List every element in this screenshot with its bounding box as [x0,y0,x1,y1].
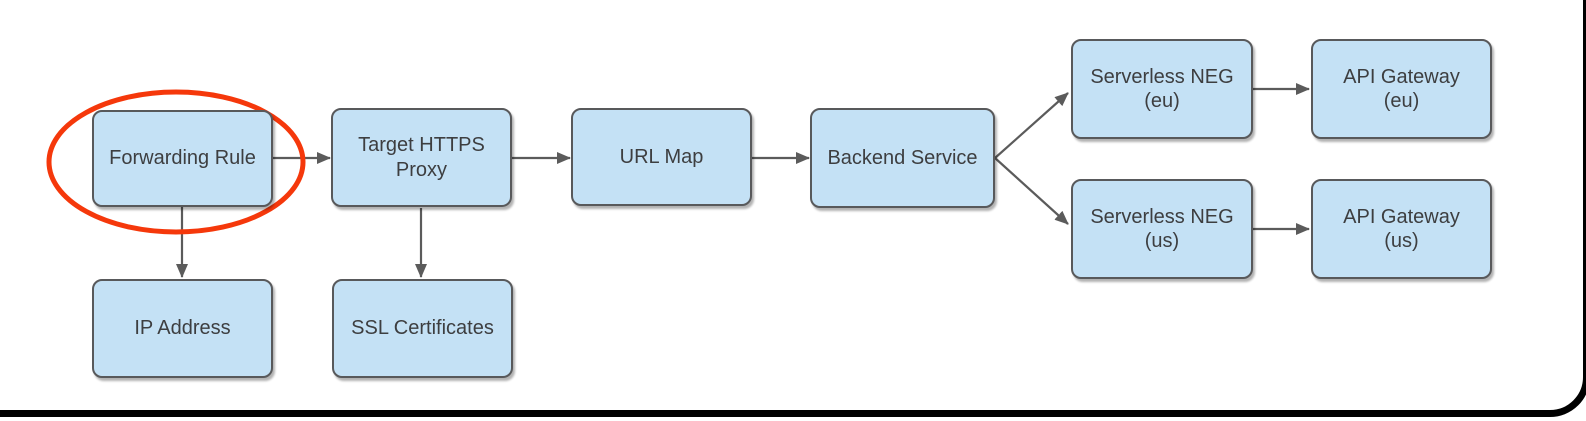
node-url-map: URL Map [571,108,752,206]
node-ip-address: IP Address [92,279,273,378]
node-api-gateway-eu: API Gateway (eu) [1311,39,1492,139]
node-target-https-proxy: Target HTTPS Proxy [331,108,512,207]
node-forwarding-rule: Forwarding Rule [92,110,273,207]
edge-backend-service-to-serverless-neg-us [994,157,1069,225]
node-backend-service: Backend Service [810,108,995,208]
node-serverless-neg-us: Serverless NEG (us) [1071,179,1253,279]
node-ssl-certificates: SSL Certificates [332,279,513,378]
node-serverless-neg-eu: Serverless NEG (eu) [1071,39,1253,139]
edge-backend-service-to-serverless-neg-eu [994,92,1069,159]
node-api-gateway-us: API Gateway (us) [1311,179,1492,279]
